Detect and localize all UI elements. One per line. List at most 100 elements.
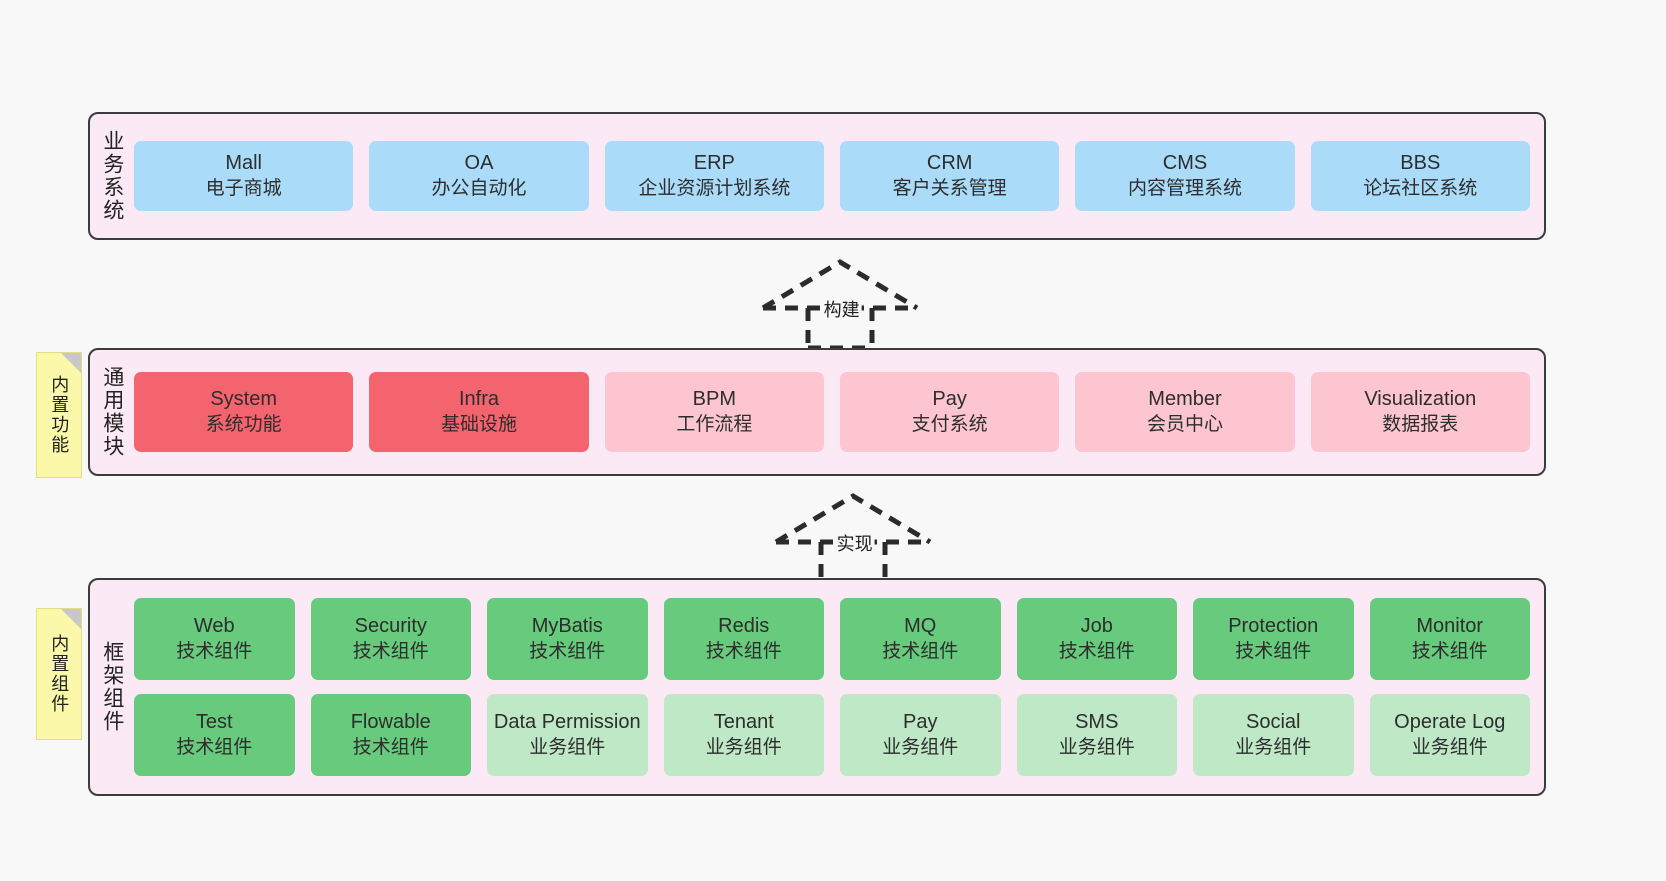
card-title: Pay [932, 388, 967, 411]
arrowhead-triangle [774, 493, 932, 545]
card-bpm[interactable]: BPM 工作流程 [604, 372, 824, 452]
card-test[interactable]: Test 技术组件 [134, 694, 295, 776]
card-oa[interactable]: OA 办公自动化 [369, 141, 589, 211]
card-title: System [210, 388, 277, 411]
connector-build: 构建 [755, 258, 925, 350]
card-subtitle: 业务组件 [1058, 736, 1135, 758]
note-builtin-component[interactable]: 内置组件 [36, 608, 82, 740]
card-subtitle: 业务组件 [1411, 736, 1488, 758]
card-bbs[interactable]: BBS 论坛社区系统 [1310, 141, 1530, 211]
card-title: OA [464, 152, 494, 175]
card-row: Mall 电子商城 OA 办公自动化 ERP 企业资源计划系统 CRM 客户关系… [134, 141, 1530, 211]
card-title: Mall [225, 152, 262, 175]
layer-body-framework-component: Web 技术组件 Security 技术组件 MyBatis 技术组件 Redi… [134, 580, 1544, 794]
card-title: Redis [718, 615, 770, 638]
card-operate-log[interactable]: Operate Log 业务组件 [1369, 694, 1530, 776]
card-row: Test 技术组件 Flowable 技术组件 Data Permission … [134, 694, 1530, 776]
card-subtitle: 企业资源计划系统 [638, 177, 791, 199]
card-member[interactable]: Member 会员中心 [1075, 372, 1295, 452]
card-subtitle: 技术组件 [176, 736, 253, 758]
card-redis[interactable]: Redis 技术组件 [663, 598, 824, 680]
card-subtitle: 技术组件 [352, 736, 429, 758]
card-subtitle: 业务组件 [1235, 736, 1312, 758]
card-visualization[interactable]: Visualization 数据报表 [1310, 372, 1530, 452]
card-subtitle: 技术组件 [176, 640, 253, 662]
layer-common-module[interactable]: 通用模块 System 系统功能 Infra 基础设施 BPM 工作流程 Pay… [88, 348, 1546, 476]
card-title: Protection [1228, 615, 1319, 638]
card-subtitle: 业务组件 [529, 736, 606, 758]
card-title: CMS [1162, 152, 1208, 175]
card-title: Data Permission [493, 711, 641, 734]
card-title: Infra [458, 388, 499, 411]
connector-label-implement: 实现 [834, 530, 875, 556]
card-mall[interactable]: Mall 电子商城 [134, 141, 354, 211]
card-subtitle: 技术组件 [529, 640, 606, 662]
card-title: Pay [903, 711, 938, 734]
card-title: Social [1246, 711, 1301, 734]
card-title: Web [193, 615, 235, 638]
card-subtitle: 会员中心 [1146, 413, 1223, 435]
card-title: Security [354, 615, 427, 638]
card-title: BBS [1400, 152, 1441, 175]
card-subtitle: 技术组件 [1411, 640, 1488, 662]
card-pay[interactable]: Pay 支付系统 [839, 372, 1060, 452]
page-fold-icon [61, 353, 81, 373]
card-flowable[interactable]: Flowable 技术组件 [310, 694, 471, 776]
note-builtin-function[interactable]: 内置功能 [36, 352, 82, 478]
layer-framework-component[interactable]: 框架组件 Web 技术组件 Security 技术组件 MyBatis 技术组件… [88, 578, 1546, 796]
card-job[interactable]: Job 技术组件 [1016, 598, 1177, 680]
card-crm[interactable]: CRM 客户关系管理 [839, 141, 1060, 211]
card-monitor[interactable]: Monitor 技术组件 [1369, 598, 1530, 680]
card-subtitle: 技术组件 [1058, 640, 1135, 662]
card-title: Visualization [1364, 388, 1477, 411]
card-subtitle: 工作流程 [676, 413, 753, 435]
page-fold-icon [61, 609, 81, 629]
card-subtitle: 技术组件 [882, 640, 959, 662]
card-subtitle: 数据报表 [1382, 413, 1459, 435]
card-title: Tenant [713, 711, 774, 734]
card-data-permission[interactable]: Data Permission 业务组件 [487, 694, 648, 776]
arrowhead-triangle [761, 259, 919, 311]
card-sms[interactable]: SMS 业务组件 [1016, 694, 1177, 776]
layer-title-framework-component: 框架组件 [100, 641, 124, 733]
card-title: Flowable [350, 711, 431, 734]
card-subtitle: 技术组件 [1235, 640, 1312, 662]
card-security[interactable]: Security 技术组件 [310, 598, 471, 680]
layer-body-business-system: Mall 电子商城 OA 办公自动化 ERP 企业资源计划系统 CRM 客户关系… [134, 114, 1544, 238]
card-erp[interactable]: ERP 企业资源计划系统 [604, 141, 824, 211]
card-subtitle: 业务组件 [882, 736, 959, 758]
card-system[interactable]: System 系统功能 [134, 372, 354, 452]
card-mq[interactable]: MQ 技术组件 [840, 598, 1001, 680]
card-title: Monitor [1416, 615, 1484, 638]
card-tenant[interactable]: Tenant 业务组件 [663, 694, 824, 776]
layer-title-common-module: 通用模块 [100, 366, 124, 458]
card-title: ERP [693, 152, 735, 175]
card-row: Web 技术组件 Security 技术组件 MyBatis 技术组件 Redi… [134, 598, 1530, 680]
card-cms[interactable]: CMS 内容管理系统 [1075, 141, 1295, 211]
card-social[interactable]: Social 业务组件 [1193, 694, 1354, 776]
card-mybatis[interactable]: MyBatis 技术组件 [487, 598, 648, 680]
card-protection[interactable]: Protection 技术组件 [1193, 598, 1354, 680]
card-title: Test [195, 711, 233, 734]
card-pay-business[interactable]: Pay 业务组件 [840, 694, 1001, 776]
card-subtitle: 技术组件 [352, 640, 429, 662]
card-title: CRM [926, 152, 973, 175]
card-web[interactable]: Web 技术组件 [134, 598, 295, 680]
card-subtitle: 论坛社区系统 [1363, 177, 1478, 199]
card-title: Job [1080, 615, 1113, 638]
connector-label-build: 构建 [821, 296, 862, 322]
card-title: MQ [904, 615, 937, 638]
layer-business-system[interactable]: 业务系统 Mall 电子商城 OA 办公自动化 ERP 企业资源计划系统 CRM… [88, 112, 1546, 240]
card-infra[interactable]: Infra 基础设施 [369, 372, 589, 452]
card-subtitle: 业务组件 [705, 736, 782, 758]
card-title: Member [1148, 388, 1222, 411]
layer-title-business-system: 业务系统 [100, 130, 124, 222]
card-title: MyBatis [531, 615, 603, 638]
connector-implement: 实现 [768, 492, 938, 584]
card-title: SMS [1075, 711, 1119, 734]
layer-body-common-module: System 系统功能 Infra 基础设施 BPM 工作流程 Pay 支付系统… [134, 350, 1544, 474]
card-title: BPM [692, 388, 736, 411]
card-subtitle: 技术组件 [705, 640, 782, 662]
card-row: System 系统功能 Infra 基础设施 BPM 工作流程 Pay 支付系统… [134, 372, 1530, 452]
card-subtitle: 电子商城 [205, 177, 282, 199]
